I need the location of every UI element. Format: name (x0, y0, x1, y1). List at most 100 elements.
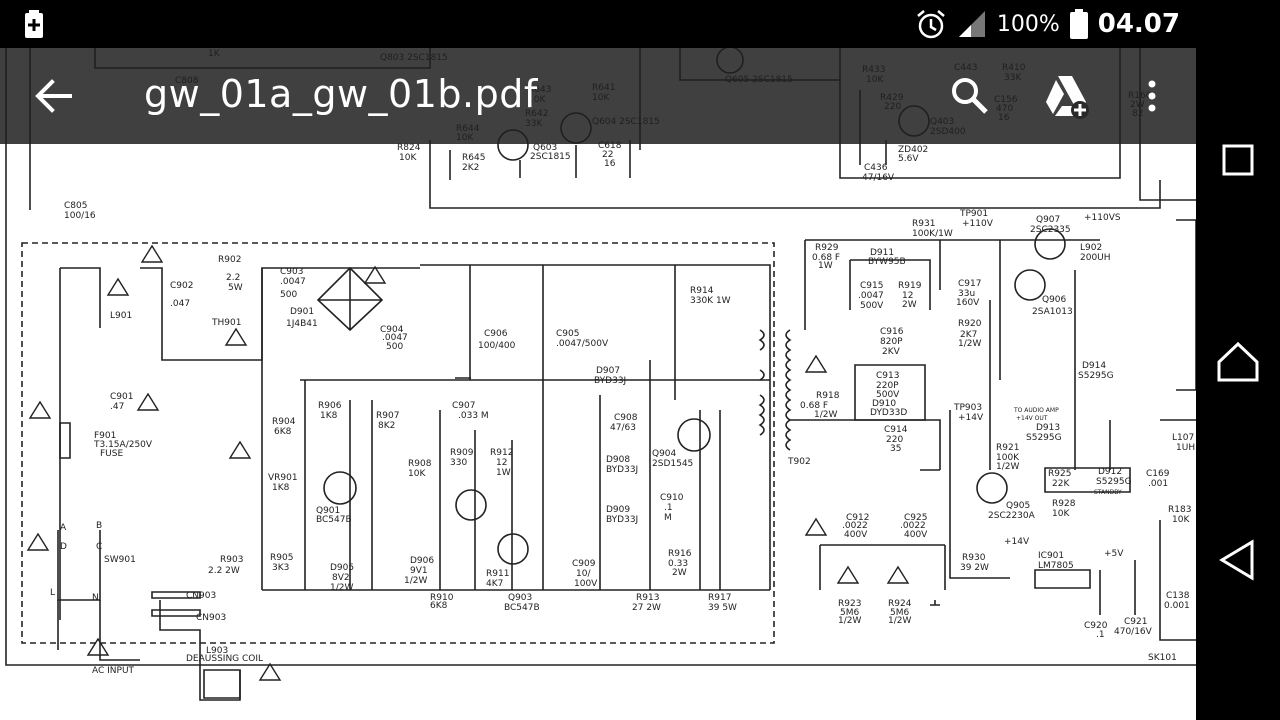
svg-text:Q603: Q603 (533, 143, 557, 153)
svg-text:D909: D909 (606, 505, 630, 515)
drive-add-icon[interactable] (1042, 72, 1090, 120)
svg-text:.001: .001 (1148, 479, 1168, 489)
svg-text:C903: C903 (280, 267, 303, 277)
svg-text:CN903: CN903 (196, 613, 226, 623)
svg-text:C925: C925 (904, 513, 927, 523)
svg-text:R921: R921 (996, 443, 1019, 453)
home-icon[interactable] (1214, 338, 1262, 386)
svg-text:2.2 2W: 2.2 2W (208, 566, 240, 576)
svg-text:R917: R917 (708, 593, 731, 603)
svg-text:F901: F901 (94, 431, 116, 441)
svg-text:47/63: 47/63 (610, 423, 636, 433)
svg-text:C916: C916 (880, 327, 904, 337)
svg-text:S5295G: S5295G (1078, 371, 1114, 381)
svg-text:330: 330 (450, 458, 467, 468)
svg-text:R907: R907 (376, 411, 399, 421)
back-arrow-icon[interactable] (30, 76, 78, 116)
svg-text:400V: 400V (904, 530, 928, 540)
battery-charging-icon (25, 10, 43, 38)
svg-text:Q906: Q906 (1042, 295, 1067, 305)
svg-text:220: 220 (886, 435, 903, 445)
svg-text:BC547B: BC547B (316, 515, 352, 525)
svg-text:R645: R645 (462, 153, 485, 163)
svg-text:0.68 F: 0.68 F (812, 253, 840, 263)
svg-text:TH901: TH901 (211, 318, 241, 328)
svg-text:+14V: +14V (958, 413, 984, 423)
svg-text:R824: R824 (397, 143, 421, 153)
svg-text:R931: R931 (912, 219, 935, 229)
svg-text:L: L (50, 588, 55, 598)
svg-text:3K3: 3K3 (272, 563, 289, 573)
svg-text:R904: R904 (272, 417, 296, 427)
svg-text:Q904: Q904 (652, 449, 677, 459)
document-title: gw_01a_gw_01b.pdf (144, 72, 538, 116)
back-triangle-icon[interactable] (1214, 536, 1262, 584)
svg-text:C906: C906 (484, 329, 508, 339)
svg-text:1K8: 1K8 (272, 483, 290, 493)
svg-text:R928: R928 (1052, 499, 1076, 509)
svg-text:Q905: Q905 (1006, 501, 1030, 511)
status-icons: 100% 04.07 (915, 0, 1180, 48)
svg-text:100K/1W: 100K/1W (912, 229, 953, 239)
svg-text:D907: D907 (596, 366, 620, 376)
more-vert-icon[interactable] (1140, 76, 1164, 116)
svg-text:R902: R902 (218, 255, 241, 265)
svg-text:33u: 33u (958, 289, 975, 299)
svg-text:100/400: 100/400 (478, 341, 516, 351)
svg-text:C904: C904 (380, 325, 404, 335)
svg-text:1/2W: 1/2W (958, 339, 981, 349)
svg-text:12: 12 (902, 291, 913, 301)
svg-text:C917: C917 (958, 279, 981, 289)
svg-text:BYD33J: BYD33J (594, 376, 626, 386)
svg-text:820P: 820P (880, 337, 903, 347)
svg-text:330K 1W: 330K 1W (690, 296, 731, 306)
svg-text:D914: D914 (1082, 361, 1106, 371)
svg-text:STANDBY: STANDBY (1094, 489, 1122, 496)
svg-text:R908: R908 (408, 459, 432, 469)
svg-text:T902: T902 (787, 457, 811, 467)
svg-text:C901: C901 (110, 392, 133, 402)
search-icon[interactable] (950, 76, 990, 116)
svg-text:39 2W: 39 2W (960, 563, 989, 573)
svg-text:0.001: 0.001 (1164, 601, 1190, 611)
svg-text:39 5W: 39 5W (708, 603, 737, 613)
svg-text:8V2: 8V2 (332, 573, 350, 583)
svg-text:1/2W: 1/2W (888, 616, 911, 626)
svg-text:R918: R918 (816, 391, 840, 401)
svg-text:.0022: .0022 (900, 521, 926, 531)
svg-text:BYD33J: BYD33J (606, 465, 638, 475)
app-toolbar: gw_01a_gw_01b.pdf (0, 48, 1196, 144)
svg-text:R919: R919 (898, 281, 922, 291)
svg-text:.1: .1 (664, 503, 673, 513)
pdf-page[interactable]: C8081K Q803 2SC1815 R64310K R64110K R642… (0, 48, 1196, 720)
svg-text:2SC2230A: 2SC2230A (988, 511, 1036, 521)
svg-text:R929: R929 (815, 243, 839, 253)
svg-text:10/: 10/ (576, 569, 591, 579)
svg-text:22: 22 (602, 150, 613, 160)
svg-text:1/2W: 1/2W (838, 616, 861, 626)
svg-text:BC547B: BC547B (504, 603, 540, 613)
svg-text:L901: L901 (110, 311, 132, 321)
svg-text:R903: R903 (220, 555, 243, 565)
svg-text:D906: D906 (410, 556, 434, 566)
svg-text:5M6: 5M6 (890, 608, 909, 618)
svg-text:BYW95B: BYW95B (868, 257, 906, 267)
svg-text:R916: R916 (668, 549, 692, 559)
svg-text:.0047: .0047 (858, 291, 884, 301)
svg-text:C914: C914 (884, 425, 908, 435)
svg-text:C: C (96, 542, 102, 552)
svg-text:2K7: 2K7 (960, 330, 977, 340)
svg-text:220P: 220P (876, 381, 899, 391)
svg-text:C905: C905 (556, 329, 579, 339)
svg-text:R914: R914 (690, 286, 714, 296)
svg-text:R909: R909 (450, 448, 474, 458)
svg-text:1K8: 1K8 (320, 411, 338, 421)
svg-text:C915: C915 (860, 281, 883, 291)
svg-text:2K2: 2K2 (462, 163, 479, 173)
svg-text:C436: C436 (864, 163, 888, 173)
svg-text:1/2W: 1/2W (404, 576, 427, 586)
recents-square-icon[interactable] (1214, 136, 1262, 184)
svg-text:1J4B41: 1J4B41 (286, 319, 318, 329)
status-bar: 100% 04.07 (0, 0, 1280, 48)
svg-text:.47: .47 (110, 402, 124, 412)
